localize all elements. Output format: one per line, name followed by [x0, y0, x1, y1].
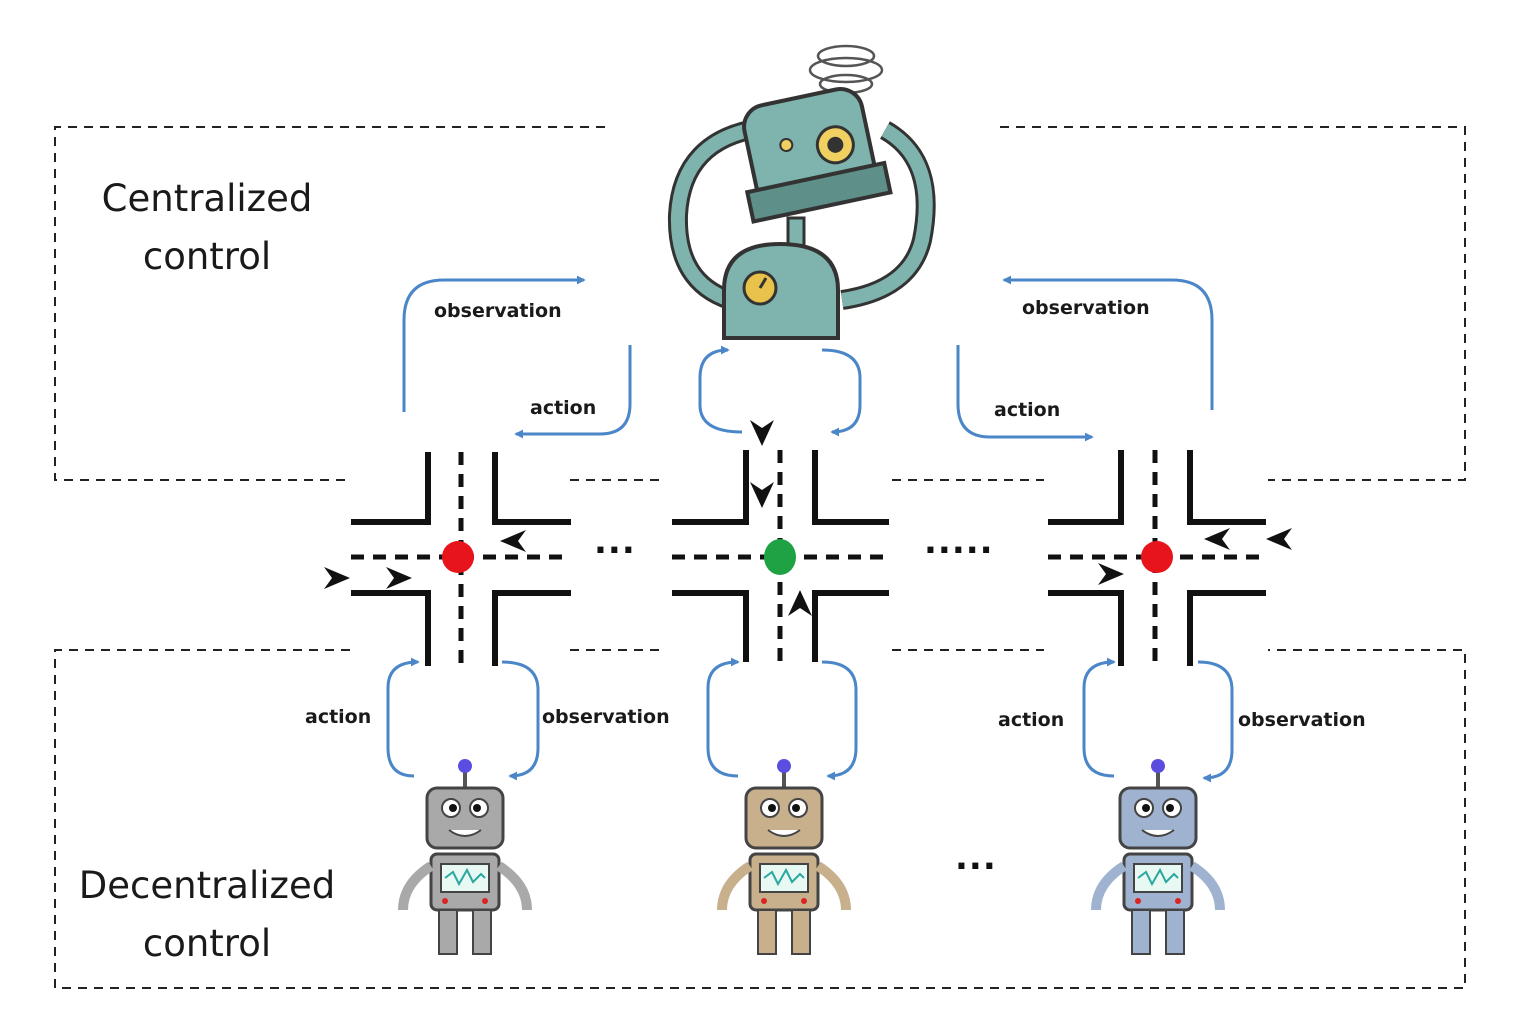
centralized-control-title: Centralized control	[82, 170, 332, 286]
vehicle-arrow	[386, 567, 412, 589]
traffic-signal-red	[442, 541, 474, 573]
vehicle-arrow	[750, 482, 774, 508]
observation-label: observation	[1022, 297, 1150, 319]
observation-label: observation	[434, 300, 562, 322]
observation-arrow	[821, 660, 858, 781]
decentralized-region-box	[54, 649, 1466, 989]
decentralized-control-title: Decentralized control	[62, 857, 352, 973]
observation-arrow	[1002, 275, 1214, 410]
centralized-region-box	[54, 126, 1466, 481]
action-arrow	[706, 657, 740, 778]
observation-label: observation	[542, 706, 670, 728]
observation-label: observation	[1238, 709, 1366, 731]
action-arrow	[386, 657, 420, 778]
vehicle-arrow	[324, 567, 350, 589]
centralized-title-line2: control	[142, 235, 272, 278]
traffic-signal-green	[764, 539, 796, 575]
decentralized-title-line2: control	[142, 922, 272, 965]
vehicle-arrow	[788, 590, 812, 616]
observation-arrow	[1197, 660, 1234, 783]
observation-arrow	[821, 348, 862, 437]
observation-arrow	[501, 660, 540, 781]
intersection-ellipsis: ...	[594, 522, 636, 562]
intersection-1	[324, 452, 571, 666]
action-arrow	[698, 345, 743, 434]
action-arrow	[956, 345, 1094, 442]
action-arrow	[1082, 657, 1116, 778]
central-controller-robot	[667, 44, 936, 340]
vehicle-arrow	[1266, 528, 1292, 550]
action-label: action	[305, 706, 372, 728]
confusion-swirl-icon	[808, 44, 884, 95]
vehicle-arrow	[500, 530, 526, 552]
observation-arrow	[402, 275, 586, 412]
traffic-signal-red	[1141, 541, 1173, 573]
vehicle-arrow	[1098, 563, 1124, 585]
intersection-ellipsis: .....	[924, 522, 994, 562]
action-label: action	[998, 709, 1065, 731]
intersection-2	[672, 420, 889, 662]
agent-robot-1	[398, 759, 532, 955]
vehicle-arrow	[750, 420, 774, 446]
agent-robot-2	[717, 759, 851, 955]
action-label: action	[994, 399, 1061, 421]
vehicle-arrow	[1204, 528, 1230, 550]
agent-robot-3	[1091, 759, 1225, 955]
action-label: action	[530, 397, 597, 419]
action-arrow	[514, 345, 632, 439]
decentralized-title-line1: Decentralized	[78, 864, 336, 907]
agent-ellipsis: ...	[955, 838, 997, 878]
intersection-3	[1048, 450, 1292, 666]
centralized-title-line1: Centralized	[101, 177, 313, 220]
